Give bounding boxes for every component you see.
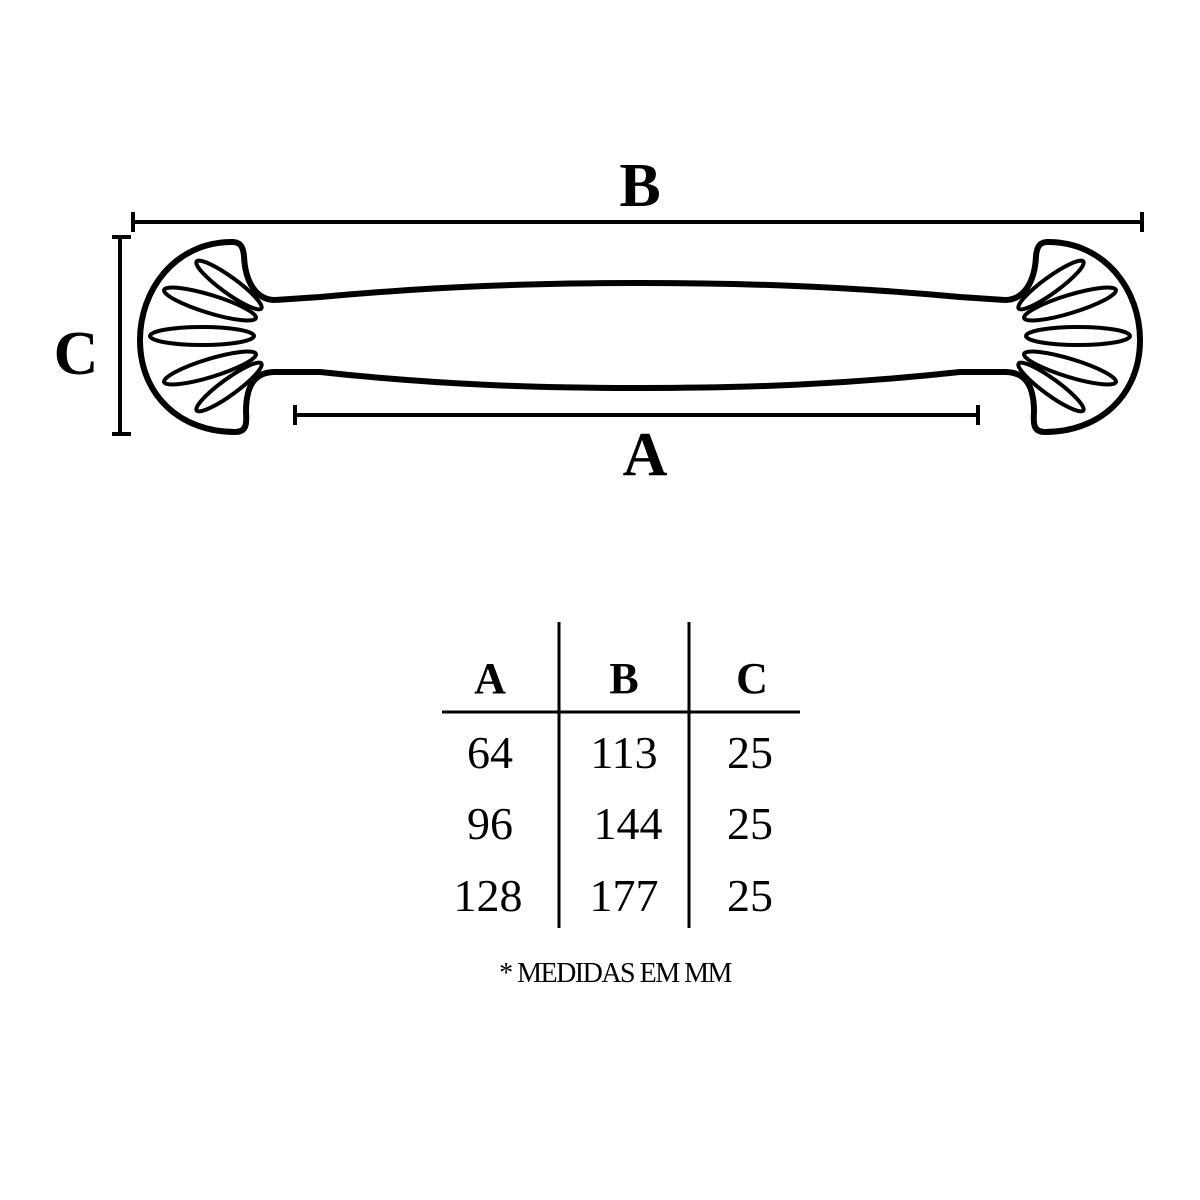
handle-outline [137,239,1143,435]
table-row: 64 113 25 [467,727,773,778]
table-row: 96 144 25 [467,798,773,849]
left-shell-end [137,239,276,435]
table-header-a: A [474,654,506,703]
table-cell: 113 [590,727,657,778]
table-cell: 64 [467,727,513,778]
table-cell: 25 [727,727,773,778]
table-header-b: B [609,654,638,703]
dimension-a-line [293,405,980,425]
right-shell-end [1004,239,1143,435]
table-cell: 96 [467,798,513,849]
dimension-b-label: B [619,152,660,220]
dimension-b-line [131,212,1144,232]
dimensions-table: A B C 64 113 25 96 144 25 128 177 25 [442,622,800,928]
table-cell: 25 [727,798,773,849]
dimension-c-label: C [54,320,99,388]
table-cell: 144 [594,798,663,849]
table-header-c: C [736,654,768,703]
dimension-a-label: A [623,421,668,489]
table-cell: 25 [727,870,773,921]
table-cell: 177 [590,870,659,921]
table-grid [442,622,800,928]
units-footnote: * MEDIDAS EM MM [499,958,732,989]
dimension-c-line [112,235,131,436]
table-row: 128 177 25 [454,870,774,921]
table-cell: 128 [454,870,523,921]
